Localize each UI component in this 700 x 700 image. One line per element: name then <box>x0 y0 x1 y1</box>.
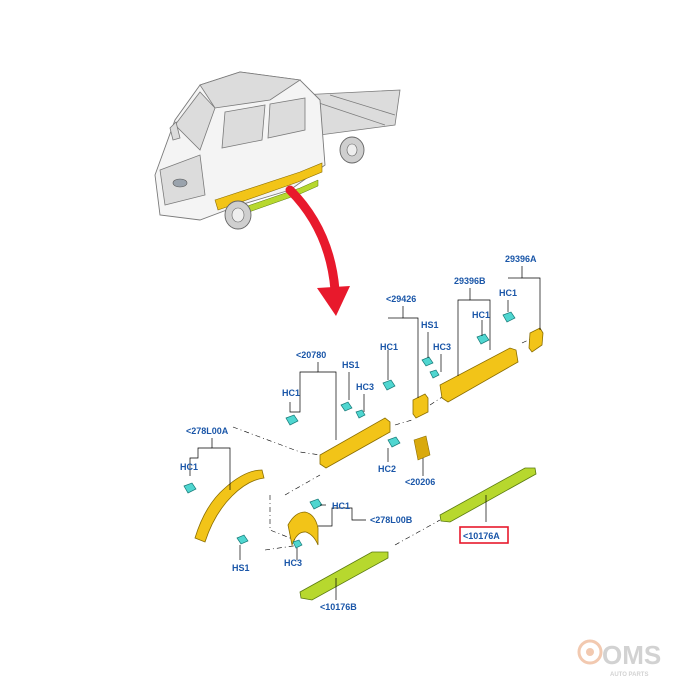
van-illustration <box>154 71 401 230</box>
clip-hc1-1[interactable] <box>183 482 197 494</box>
label-hc1: HC1 <box>180 462 198 472</box>
gear-icon <box>577 639 603 665</box>
label-20780: <20780 <box>296 350 326 360</box>
clips <box>183 311 516 549</box>
label-hc3: HC3 <box>356 382 374 392</box>
corner-moulding-29396A[interactable] <box>528 327 544 353</box>
door-moulding-29426[interactable] <box>412 393 429 419</box>
label-29396B: 29396B <box>454 276 486 286</box>
sill-strip-10176B[interactable] <box>299 551 389 601</box>
watermark-tagline: AUTO PARTS <box>610 672 648 678</box>
label-hs1: HS1 <box>421 320 439 330</box>
side-moulding-29396B[interactable] <box>439 347 519 403</box>
label-hs1: HS1 <box>232 563 250 573</box>
clip-hs1-3[interactable] <box>421 356 434 367</box>
label-hc1: HC1 <box>380 342 398 352</box>
watermark-logo: OMS AUTO PARTS <box>577 639 661 678</box>
clip-hc3-2[interactable] <box>429 369 440 379</box>
clip-hc3-1[interactable] <box>355 409 366 419</box>
clip-hc1-5[interactable] <box>502 311 516 323</box>
label-10176B: <10176B <box>320 602 357 612</box>
label-hc3: HC3 <box>284 558 302 568</box>
label-hc1: HC1 <box>282 388 300 398</box>
clip-hc3-3[interactable] <box>292 539 303 549</box>
label-hc1: HC1 <box>472 310 490 320</box>
label-29396A: 29396A <box>505 254 537 264</box>
label-278L00A: <278L00A <box>186 426 229 436</box>
watermark-brand: OMS <box>602 640 661 670</box>
label-hs1: HS1 <box>342 360 360 370</box>
label-hc1: HC1 <box>332 501 350 511</box>
clip-hc1-3[interactable] <box>382 379 396 391</box>
clip-hs1-1[interactable] <box>236 534 249 545</box>
rear-arch-moulding[interactable] <box>287 511 319 547</box>
clip-hc1-2[interactable] <box>285 414 299 426</box>
sill-strip-10176A[interactable] <box>439 467 537 523</box>
clip-hc2[interactable] <box>387 436 401 448</box>
label-hc2: HC2 <box>378 464 396 474</box>
door-moulding-20780[interactable] <box>319 417 391 469</box>
front-wheel-arch-moulding[interactable] <box>194 469 265 543</box>
clip-hs1-2[interactable] <box>340 401 353 412</box>
label-hc1: HC1 <box>499 288 517 298</box>
part-labels: 29396A 29396B <29426 <20780 <278L00A <27… <box>180 254 537 612</box>
label-278L00B: <278L00B <box>370 515 413 525</box>
label-20206: <20206 <box>405 477 435 487</box>
label-hc3: HC3 <box>433 342 451 352</box>
clip-hc1-4[interactable] <box>476 333 490 345</box>
clip-hc1-6[interactable] <box>309 498 323 510</box>
bracket-20206[interactable] <box>413 435 431 461</box>
callout-arrow <box>285 185 350 316</box>
leader-lines <box>189 266 541 600</box>
label-10176A: <10176A <box>463 531 500 541</box>
highlight-box-10176A <box>459 526 509 544</box>
label-29426: <29426 <box>386 294 416 304</box>
